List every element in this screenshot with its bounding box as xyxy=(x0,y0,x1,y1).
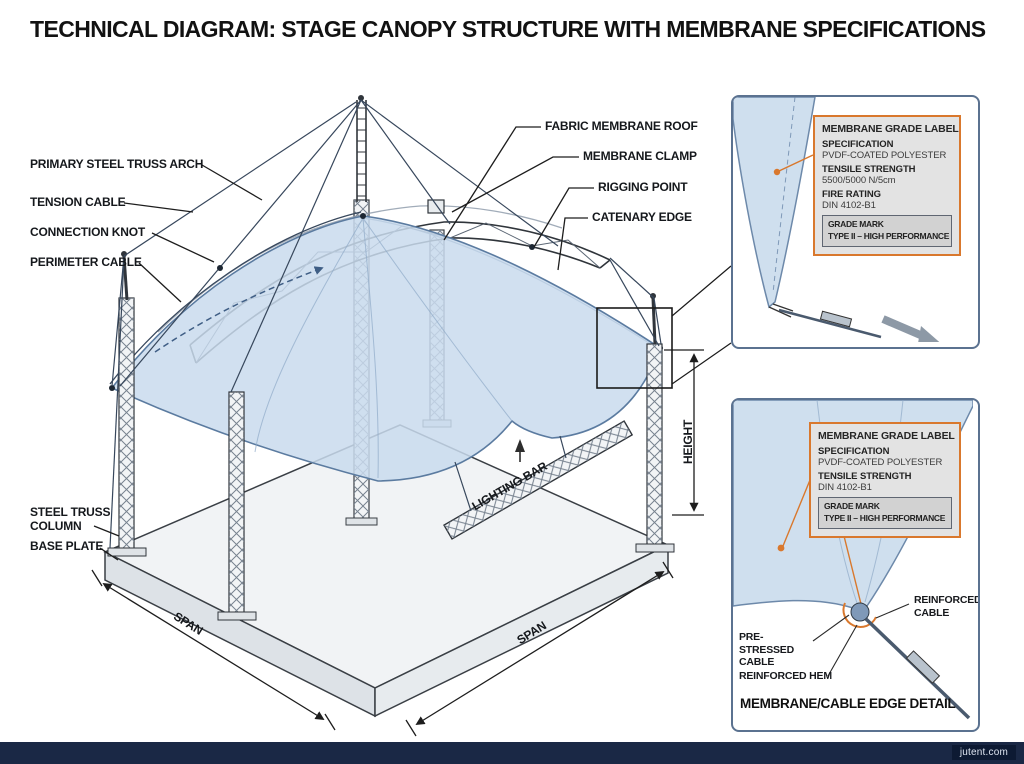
reinforced-hem-bead xyxy=(850,602,870,622)
label-primary-steel-truss-arch: PRIMARY STEEL TRUSS ARCH xyxy=(30,157,204,171)
label-steel-truss-column: STEEL TRUSS COLUMN xyxy=(30,505,111,533)
cable-sleeve xyxy=(905,650,941,684)
dimension-lines xyxy=(91,349,704,737)
detail-panel-membrane-edge: MEMBRANE GRADE LABEL SPECIFICATION PVDF-… xyxy=(731,398,980,732)
spec-row-value: DIN 4102-B1 xyxy=(818,482,872,493)
label-base-plate: BASE PLATE xyxy=(30,539,104,553)
spec-row-value: PVDF-COATED POLYESTER xyxy=(822,150,947,161)
label-perimeter-cable: PERIMETER CABLE xyxy=(30,255,142,269)
connection-knot-dot xyxy=(217,265,223,271)
membrane-corner-art xyxy=(733,97,940,342)
page-title: TECHNICAL DIAGRAM: STAGE CANOPY STRUCTUR… xyxy=(30,16,986,42)
detail-callout-box xyxy=(596,307,673,389)
detail-panel-membrane-corner: MEMBRANE GRADE LABEL SPECIFICATION PVDF-… xyxy=(731,95,980,349)
membrane-clamp-fitting xyxy=(427,199,445,214)
label-height: HEIGHT xyxy=(681,419,695,464)
footer-bar: jutent.com xyxy=(0,742,1024,764)
leader-lines xyxy=(93,126,594,561)
tension-cables xyxy=(109,99,662,549)
grade-mark-name: GRADE MARK xyxy=(828,219,884,229)
label-tension-cable: TENSION CABLE xyxy=(30,195,126,209)
spec-row-value: PVDF-COATED POLYESTER xyxy=(818,457,943,468)
spec-row-name: FIRE RATING xyxy=(822,189,881,200)
label-reinforced-hem: REINFORCED HEM xyxy=(739,670,832,682)
callout-connectors xyxy=(671,265,732,385)
label-fabric-membrane-roof: FABRIC MEMBRANE ROOF xyxy=(545,119,698,133)
masts xyxy=(121,95,657,345)
label-pre-stressed-cable: PRE-STRESSED CABLE xyxy=(739,631,794,669)
tension-direction-arrow xyxy=(881,315,927,341)
watermark: jutent.com xyxy=(951,745,1016,760)
label-catenary-edge: CATENARY EDGE xyxy=(592,210,692,224)
label-rigging-point: RIGGING POINT xyxy=(598,180,688,194)
grade-mark-box: GRADE MARK TYPE II – HIGH PERFORMANCE xyxy=(822,215,952,247)
spec-row-value: 5500/5000 N/5cm xyxy=(822,175,896,186)
spec-title: MEMBRANE GRADE LABEL xyxy=(822,123,959,135)
rigging-point-dot xyxy=(529,244,535,250)
spec-row-name: TENSILE STRENGTH xyxy=(818,471,912,482)
spec-row-name: TENSILE STRENGTH xyxy=(822,164,916,175)
grade-mark-value: TYPE II – HIGH PERFORMANCE xyxy=(824,512,946,523)
spec-row-name: SPECIFICATION xyxy=(822,139,894,150)
spec-row-value: DIN 4102-B1 xyxy=(822,200,876,211)
label-reinforced-cable: REINFORCED CABLE xyxy=(914,594,980,619)
spec-row-name: SPECIFICATION xyxy=(818,446,890,457)
perimeter-cable-line xyxy=(109,211,362,385)
grade-mark-value: TYPE II – HIGH PERFORMANCE xyxy=(828,230,950,241)
fabric-membrane xyxy=(109,213,663,482)
label-connection-knot: CONNECTION KNOT xyxy=(30,225,145,239)
spec-title: MEMBRANE GRADE LABEL xyxy=(818,430,955,442)
membrane-grade-label-card: MEMBRANE GRADE LABEL SPECIFICATION PVDF-… xyxy=(809,422,961,538)
grade-mark-box: GRADE MARK TYPE II – HIGH PERFORMANCE xyxy=(818,497,952,529)
membrane-grade-label-card: MEMBRANE GRADE LABEL SPECIFICATION PVDF-… xyxy=(813,115,961,256)
lighting-bar xyxy=(443,420,634,540)
panel-caption: MEMBRANE/CABLE EDGE DETAIL xyxy=(740,696,956,711)
label-membrane-clamp: MEMBRANE CLAMP xyxy=(583,149,697,163)
grade-mark-name: GRADE MARK xyxy=(824,501,880,511)
front-truss-columns xyxy=(107,297,675,621)
